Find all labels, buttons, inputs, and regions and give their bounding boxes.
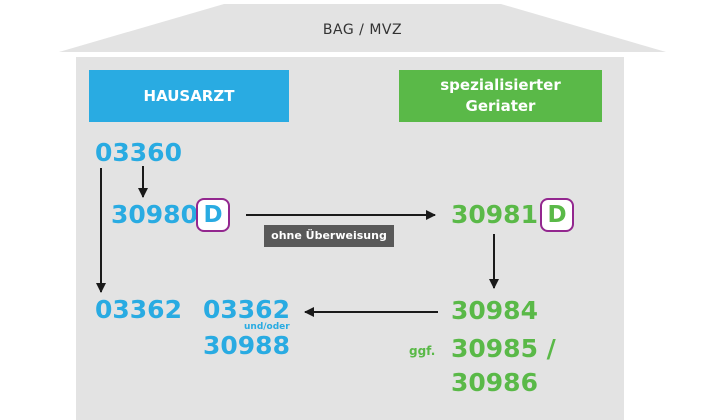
code-03362: 03362 xyxy=(95,295,182,324)
code-30980: 30980 xyxy=(111,200,198,229)
geriater-header-line1: spezialisierter xyxy=(440,76,561,94)
transfer-label: ohne Überweisung xyxy=(264,225,394,247)
geriater-header: spezialisierter Geriater xyxy=(399,70,602,122)
roof-title: BAG / MVZ xyxy=(322,22,403,38)
badge-d-hausarzt: D xyxy=(196,198,230,232)
house-roof xyxy=(59,4,666,52)
code-30988: 30988 xyxy=(203,331,290,360)
ggf-prefix: ggf. xyxy=(409,344,436,358)
code-30986: 30986 xyxy=(451,368,538,397)
code-30984: 30984 xyxy=(451,296,538,325)
badge-d-geriater: D xyxy=(540,198,574,232)
code-30985: 30985 / xyxy=(451,334,556,363)
connector-und-oder: und/oder xyxy=(244,322,290,332)
hausarzt-header-label: HAUSARZT xyxy=(143,86,235,105)
code-30981: 30981 xyxy=(451,200,538,229)
code-03360: 03360 xyxy=(95,138,182,167)
geriater-header-line2: Geriater xyxy=(465,97,536,115)
code-03362-second: 03362 xyxy=(203,295,290,324)
geriater-header-label: spezialisierter Geriater xyxy=(440,75,561,117)
hausarzt-header: HAUSARZT xyxy=(89,70,289,122)
